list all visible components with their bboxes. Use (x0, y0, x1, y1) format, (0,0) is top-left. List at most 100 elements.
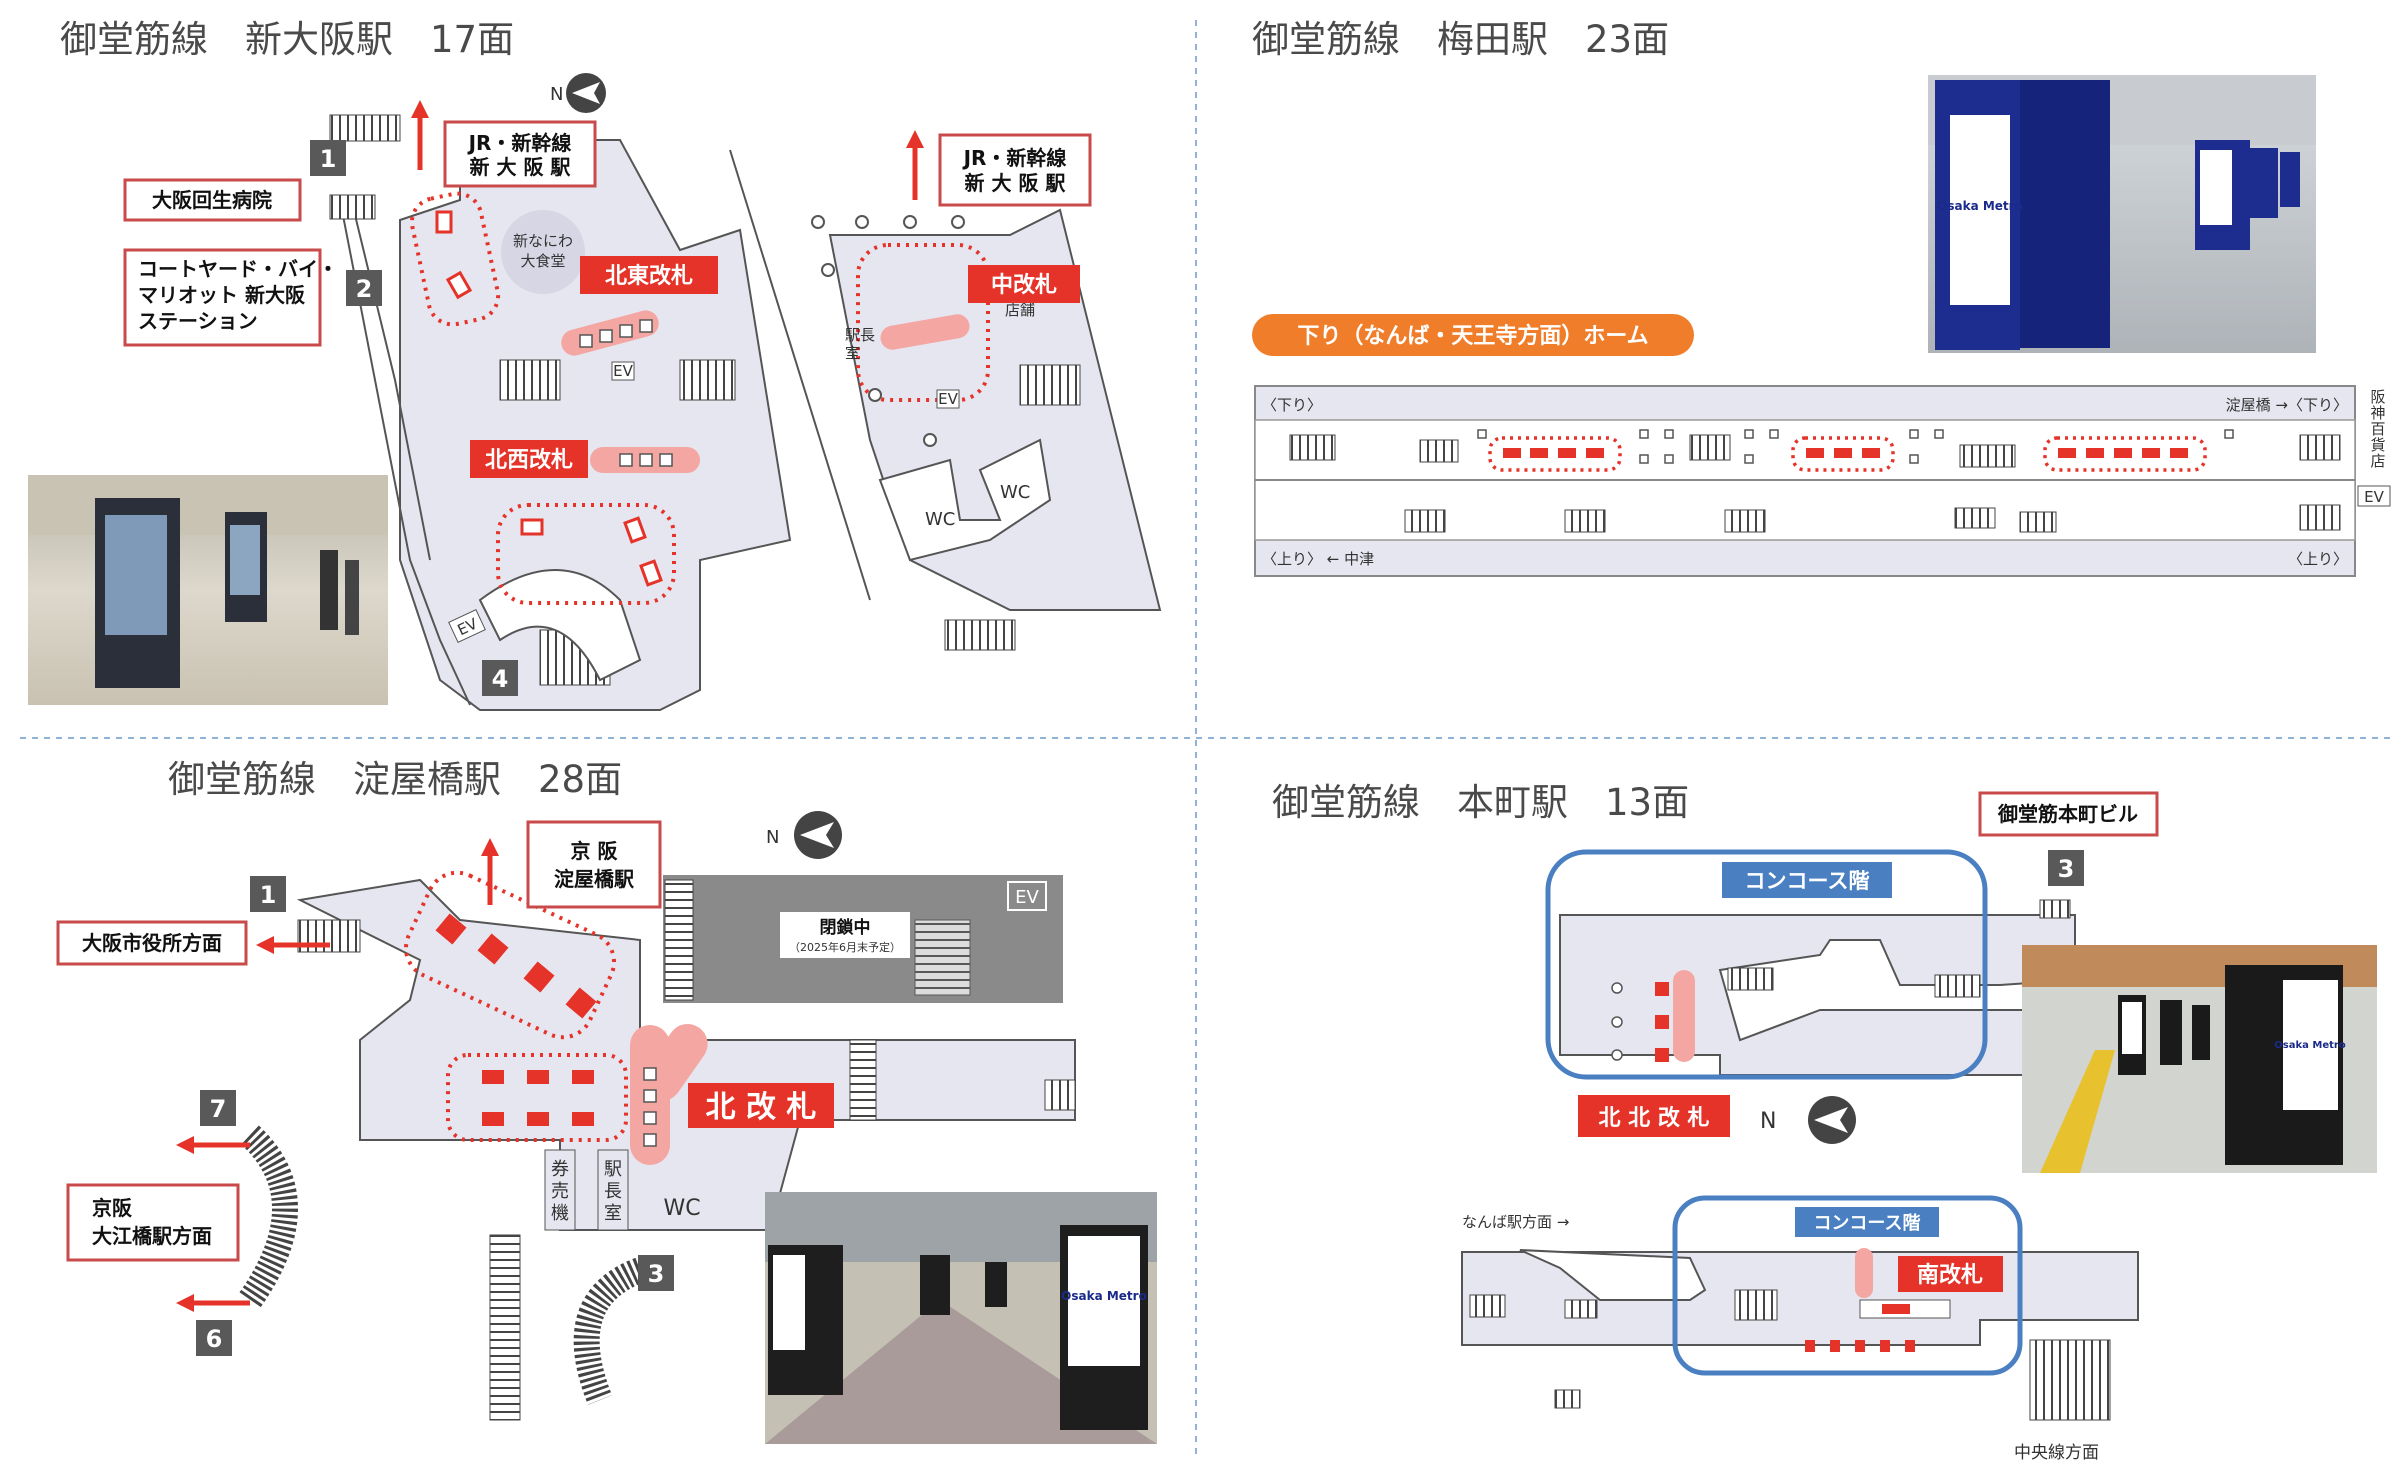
umeda-ev-label: EV (2364, 488, 2384, 506)
ad-panel (623, 516, 647, 544)
right-map-line (729, 149, 871, 601)
umeda-ad-panels (1503, 448, 2188, 458)
honmachi-photo: Osaka Metro (2022, 945, 2377, 1173)
courtyard-box (123, 248, 322, 347)
concourse-badge (1722, 862, 1892, 898)
shin-osaka-stairs-3 (499, 359, 561, 401)
honmachi-compass-arrow (1814, 1107, 1848, 1133)
arrow-head-right (906, 130, 924, 148)
jr-box (443, 120, 597, 188)
namba-label: なんば駅方面 → (1462, 1213, 1569, 1231)
ad-panel (445, 270, 473, 300)
shin-osaka-title: 御堂筋線 新大阪駅 17面 (60, 18, 514, 61)
keihan-label-1: 京 阪 (571, 839, 619, 863)
exit-2-label: 2 (356, 275, 373, 303)
umeda-columns (1477, 429, 2234, 464)
courtyard-label-2: マリオット 新大阪 (138, 283, 306, 307)
arrow-exit-7-head (176, 1136, 194, 1154)
honmachi-lower-inner (1519, 1249, 1707, 1301)
closed-label-box (780, 912, 910, 958)
honmachi-stairs-3 (2039, 899, 2071, 919)
concourse-badge-2 (1795, 1207, 1939, 1237)
gate-s-ads (1882, 1304, 1910, 1314)
yodo-stairs-closed-2 (914, 919, 971, 996)
honmachi-low-stairs-1 (1469, 1294, 1506, 1318)
gate-mid-bar (880, 314, 970, 350)
wc-block (878, 438, 1052, 562)
arrow-head (411, 100, 429, 118)
umeda-title: 御堂筋線 梅田駅 23面 (1252, 18, 1669, 61)
concourse-label-2: コンコース階 (1813, 1213, 1920, 1234)
yodo-exit-6-label: 6 (206, 1325, 223, 1353)
ad-panel (520, 518, 544, 536)
yodo-photo-brand: Osaka Metro (1061, 1289, 1147, 1303)
umeda-bottom-left: 〈上り〉 ← 中津 (1262, 550, 1374, 568)
ad-panel (639, 559, 663, 587)
city-hall-box (56, 920, 248, 966)
hospital-label: 大阪回生病院 (152, 188, 272, 212)
yodoyabashi-title: 御堂筋線 淀屋橋駅 28面 (168, 758, 622, 801)
yodo-gate-label: 北 改 札 (706, 1090, 817, 1125)
gate-ne-label: 北東改札 (605, 263, 693, 289)
shin-osaka-stairs-2 (329, 194, 376, 220)
closed-label: 閉鎖中 (820, 917, 871, 938)
right-stairs-2 (944, 619, 1016, 651)
ad-cluster-nw (496, 503, 676, 605)
honmachi-low-stairs-3 (1734, 1289, 1778, 1321)
yodo-ev-label: EV (1015, 887, 1039, 908)
ticket-2: 売 (551, 1181, 569, 1202)
wc-label-2: WC (1000, 482, 1030, 503)
shin-osaka-section: 御堂筋線 新大阪駅 17面 新なにわ 大食堂 EV EV (28, 18, 1162, 711)
yodo-curved-stairs-left (239, 1125, 298, 1308)
gate-squares (579, 319, 673, 467)
yodo-ev-box (1007, 881, 1047, 911)
closed-note: （2025年6月末予定） (789, 940, 901, 954)
jr-label-2: 新 大 阪 駅 (470, 155, 571, 179)
oebashi-label-2: 大江橋駅方面 (92, 1224, 212, 1248)
honmachi-exit-3 (2048, 850, 2084, 886)
umeda-ev-box (2357, 485, 2391, 507)
gate-nn-label: 北 北 改 札 (1599, 1105, 1710, 1131)
city-hall-arrow-head (256, 936, 274, 954)
svg-text:阪: 阪 (2370, 388, 2385, 406)
ad-cluster-mid (856, 243, 990, 402)
honmachi-low-stairs-4 (1554, 1389, 1581, 1409)
ev-box-2 (448, 609, 486, 643)
platform-badge-label: 下り（なんば・天王寺方面）ホーム (1297, 323, 1648, 349)
building-box (1978, 791, 2159, 837)
yodo-exit-3-label: 3 (648, 1260, 665, 1288)
wc-label-1: WC (925, 509, 955, 530)
gate-s-bar (1855, 1248, 1873, 1298)
oebashi-label-1: 京阪 (92, 1196, 133, 1220)
hospital-box (123, 178, 302, 222)
honmachi-gate-bar (1673, 970, 1695, 1062)
jr-right-label-1: JR・新幹線 (962, 146, 1067, 170)
honmachi-low-ad-panels (1805, 1340, 1915, 1352)
honmachi-exit-3-label: 3 (2058, 855, 2075, 883)
honmachi-section: 御堂筋線 本町駅 13面 御堂筋本町ビル 3 コンコース階 北 北 改 札 N (1272, 781, 2377, 1463)
exit-4-label: 4 (492, 665, 509, 693)
city-hall-label: 大阪市役所方面 (82, 931, 222, 955)
station-master-2: 室 (845, 344, 860, 362)
yodo-n-label: N (766, 827, 779, 848)
gate-nn-badge (1578, 1095, 1730, 1137)
umeda-section: 御堂筋線 梅田駅 23面 Osaka Metro 下り（なんば・天王寺方面）ホー… (1252, 18, 2391, 577)
yodo-ad-panels-2 (482, 1070, 594, 1126)
umeda-photo-brand: Osaka Metro (1937, 199, 2023, 213)
yodo-stairs-3 (1044, 1079, 1076, 1111)
svg-text:神: 神 (2370, 404, 2385, 422)
yodo-sm-1: 駅 (604, 1159, 622, 1180)
jr-label-1: JR・新幹線 (467, 131, 572, 155)
honmachi-stairs-2 (1934, 974, 1981, 998)
ticket-block (544, 1149, 576, 1231)
honmachi-title: 御堂筋線 本町駅 13面 (1272, 781, 1689, 824)
yodo-exit-7 (200, 1090, 236, 1126)
exit-badge-4 (482, 660, 518, 696)
food-hall-label-1: 新なにわ (513, 232, 573, 250)
platform-badge (1252, 314, 1694, 356)
yodo-stairs-closed (664, 879, 694, 1001)
gate-mid-badge (968, 265, 1080, 303)
umeda-bottom-right: 〈上り〉 (2288, 550, 2348, 568)
compass-arrow (572, 82, 600, 104)
